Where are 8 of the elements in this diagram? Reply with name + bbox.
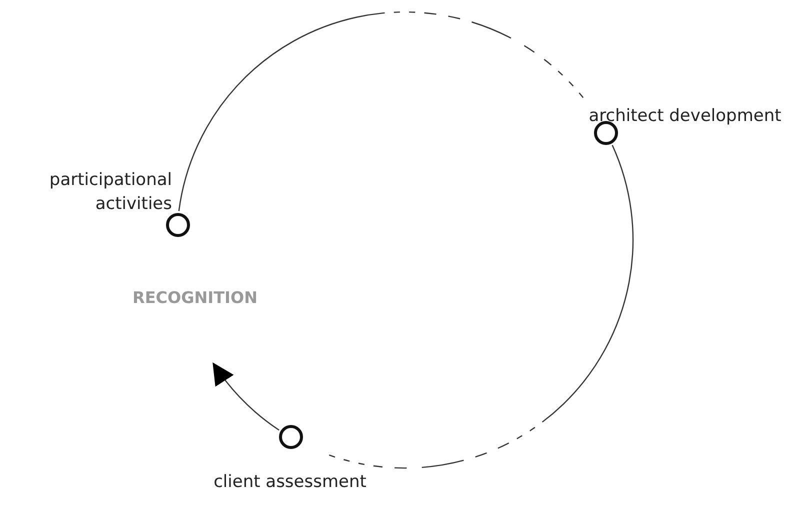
node-circle <box>166 212 190 237</box>
stage-label: RECOGNITION <box>132 288 258 307</box>
node-circle <box>594 120 618 145</box>
node-label: participational activities <box>48 169 172 216</box>
node-circle <box>279 425 303 450</box>
node-label: architect development <box>588 105 782 128</box>
arrow <box>212 362 280 431</box>
node-label: client assessment <box>212 471 368 494</box>
